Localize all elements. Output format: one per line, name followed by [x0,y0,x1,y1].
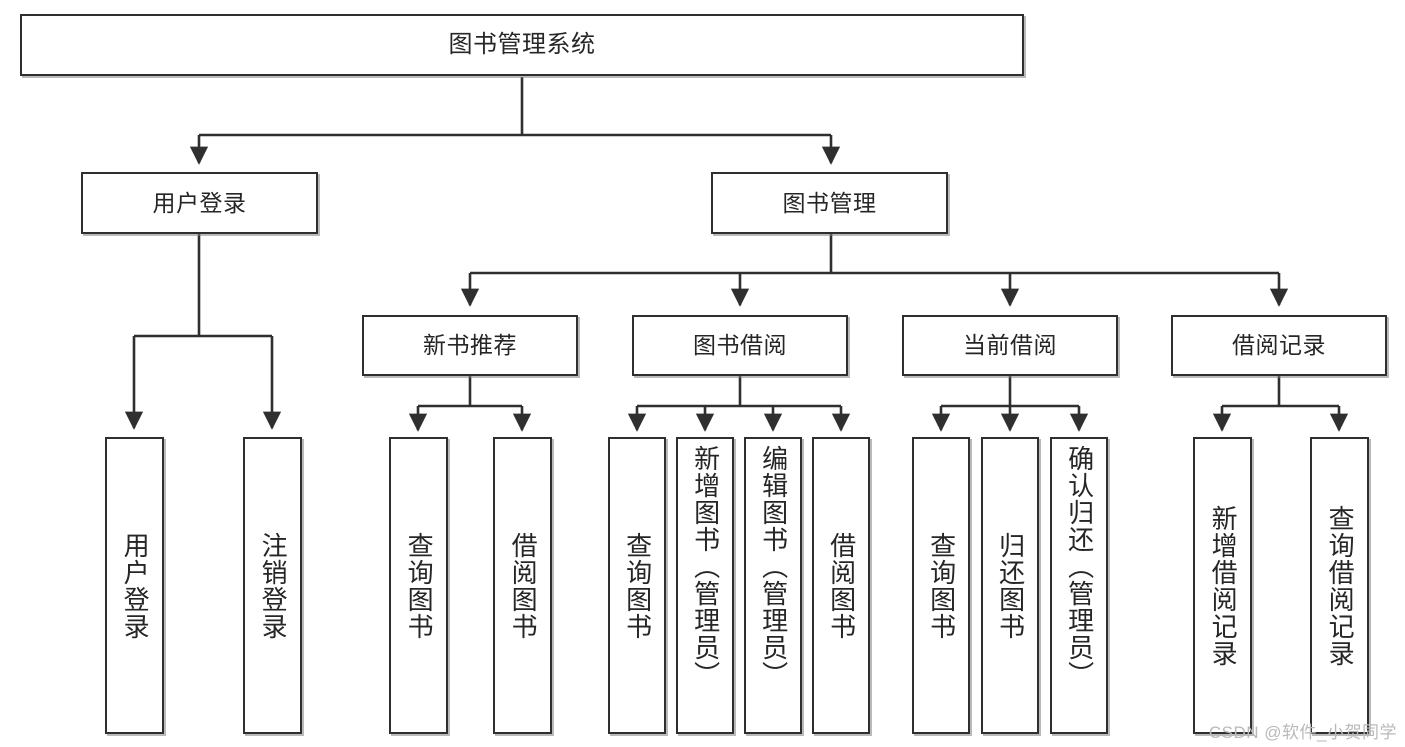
node-label: 当前借阅 [963,332,1057,359]
leaf-add-book[interactable]: 新增图书（管理员） [676,437,734,734]
node-label: 归还图书 [995,531,1026,640]
node-current-borrow[interactable]: 当前借阅 [902,315,1118,376]
leaf-query-book-2[interactable]: 查询图书 [608,437,666,734]
leaf-query-book-1[interactable]: 查询图书 [389,437,448,734]
node-label: 注销登录 [258,531,289,640]
leaf-confirm-return[interactable]: 确认归还（管理员） [1050,437,1108,734]
node-label: 用户登录 [152,189,247,216]
node-label: 编辑图书（管理员） [758,445,789,688]
leaf-query-book-3[interactable]: 查询图书 [912,437,970,734]
node-root-system[interactable]: 图书管理系统 [20,14,1024,76]
leaf-borrow-book-2[interactable]: 借阅图书 [812,437,870,734]
node-label: 查询图书 [926,531,957,640]
node-label: 借阅图书 [826,531,857,640]
node-book-borrow[interactable]: 图书借阅 [632,315,848,376]
node-label: 新增图书（管理员） [690,445,721,688]
node-new-book-recommend[interactable]: 新书推荐 [362,315,578,376]
node-label: 图书管理 [782,189,877,216]
node-label: 图书管理系统 [448,31,596,59]
node-label: 借阅图书 [508,531,539,640]
node-label: 新增借阅记录 [1208,504,1239,667]
node-label: 查询图书 [404,531,435,640]
node-label: 用户登录 [120,531,151,640]
leaf-query-record[interactable]: 查询借阅记录 [1310,437,1369,734]
watermark-credit: CSDN @软件_小贺同学 [1208,723,1397,742]
leaf-edit-book[interactable]: 编辑图书（管理员） [744,437,802,734]
node-label: 图书借阅 [693,332,787,359]
leaf-user-login[interactable]: 用户登录 [105,437,164,734]
node-book-management[interactable]: 图书管理 [711,172,948,234]
leaf-borrow-book-1[interactable]: 借阅图书 [493,437,552,734]
node-label: 新书推荐 [423,332,517,359]
node-label: 查询借阅记录 [1325,504,1356,667]
node-label: 确认归还（管理员） [1064,445,1095,688]
node-borrow-record[interactable]: 借阅记录 [1171,315,1387,376]
node-label: 查询图书 [622,531,653,640]
leaf-logout-login[interactable]: 注销登录 [243,437,302,734]
leaf-return-book[interactable]: 归还图书 [981,437,1039,734]
node-user-login[interactable]: 用户登录 [81,172,318,234]
node-label: 借阅记录 [1232,332,1326,359]
leaf-add-record[interactable]: 新增借阅记录 [1193,437,1252,734]
